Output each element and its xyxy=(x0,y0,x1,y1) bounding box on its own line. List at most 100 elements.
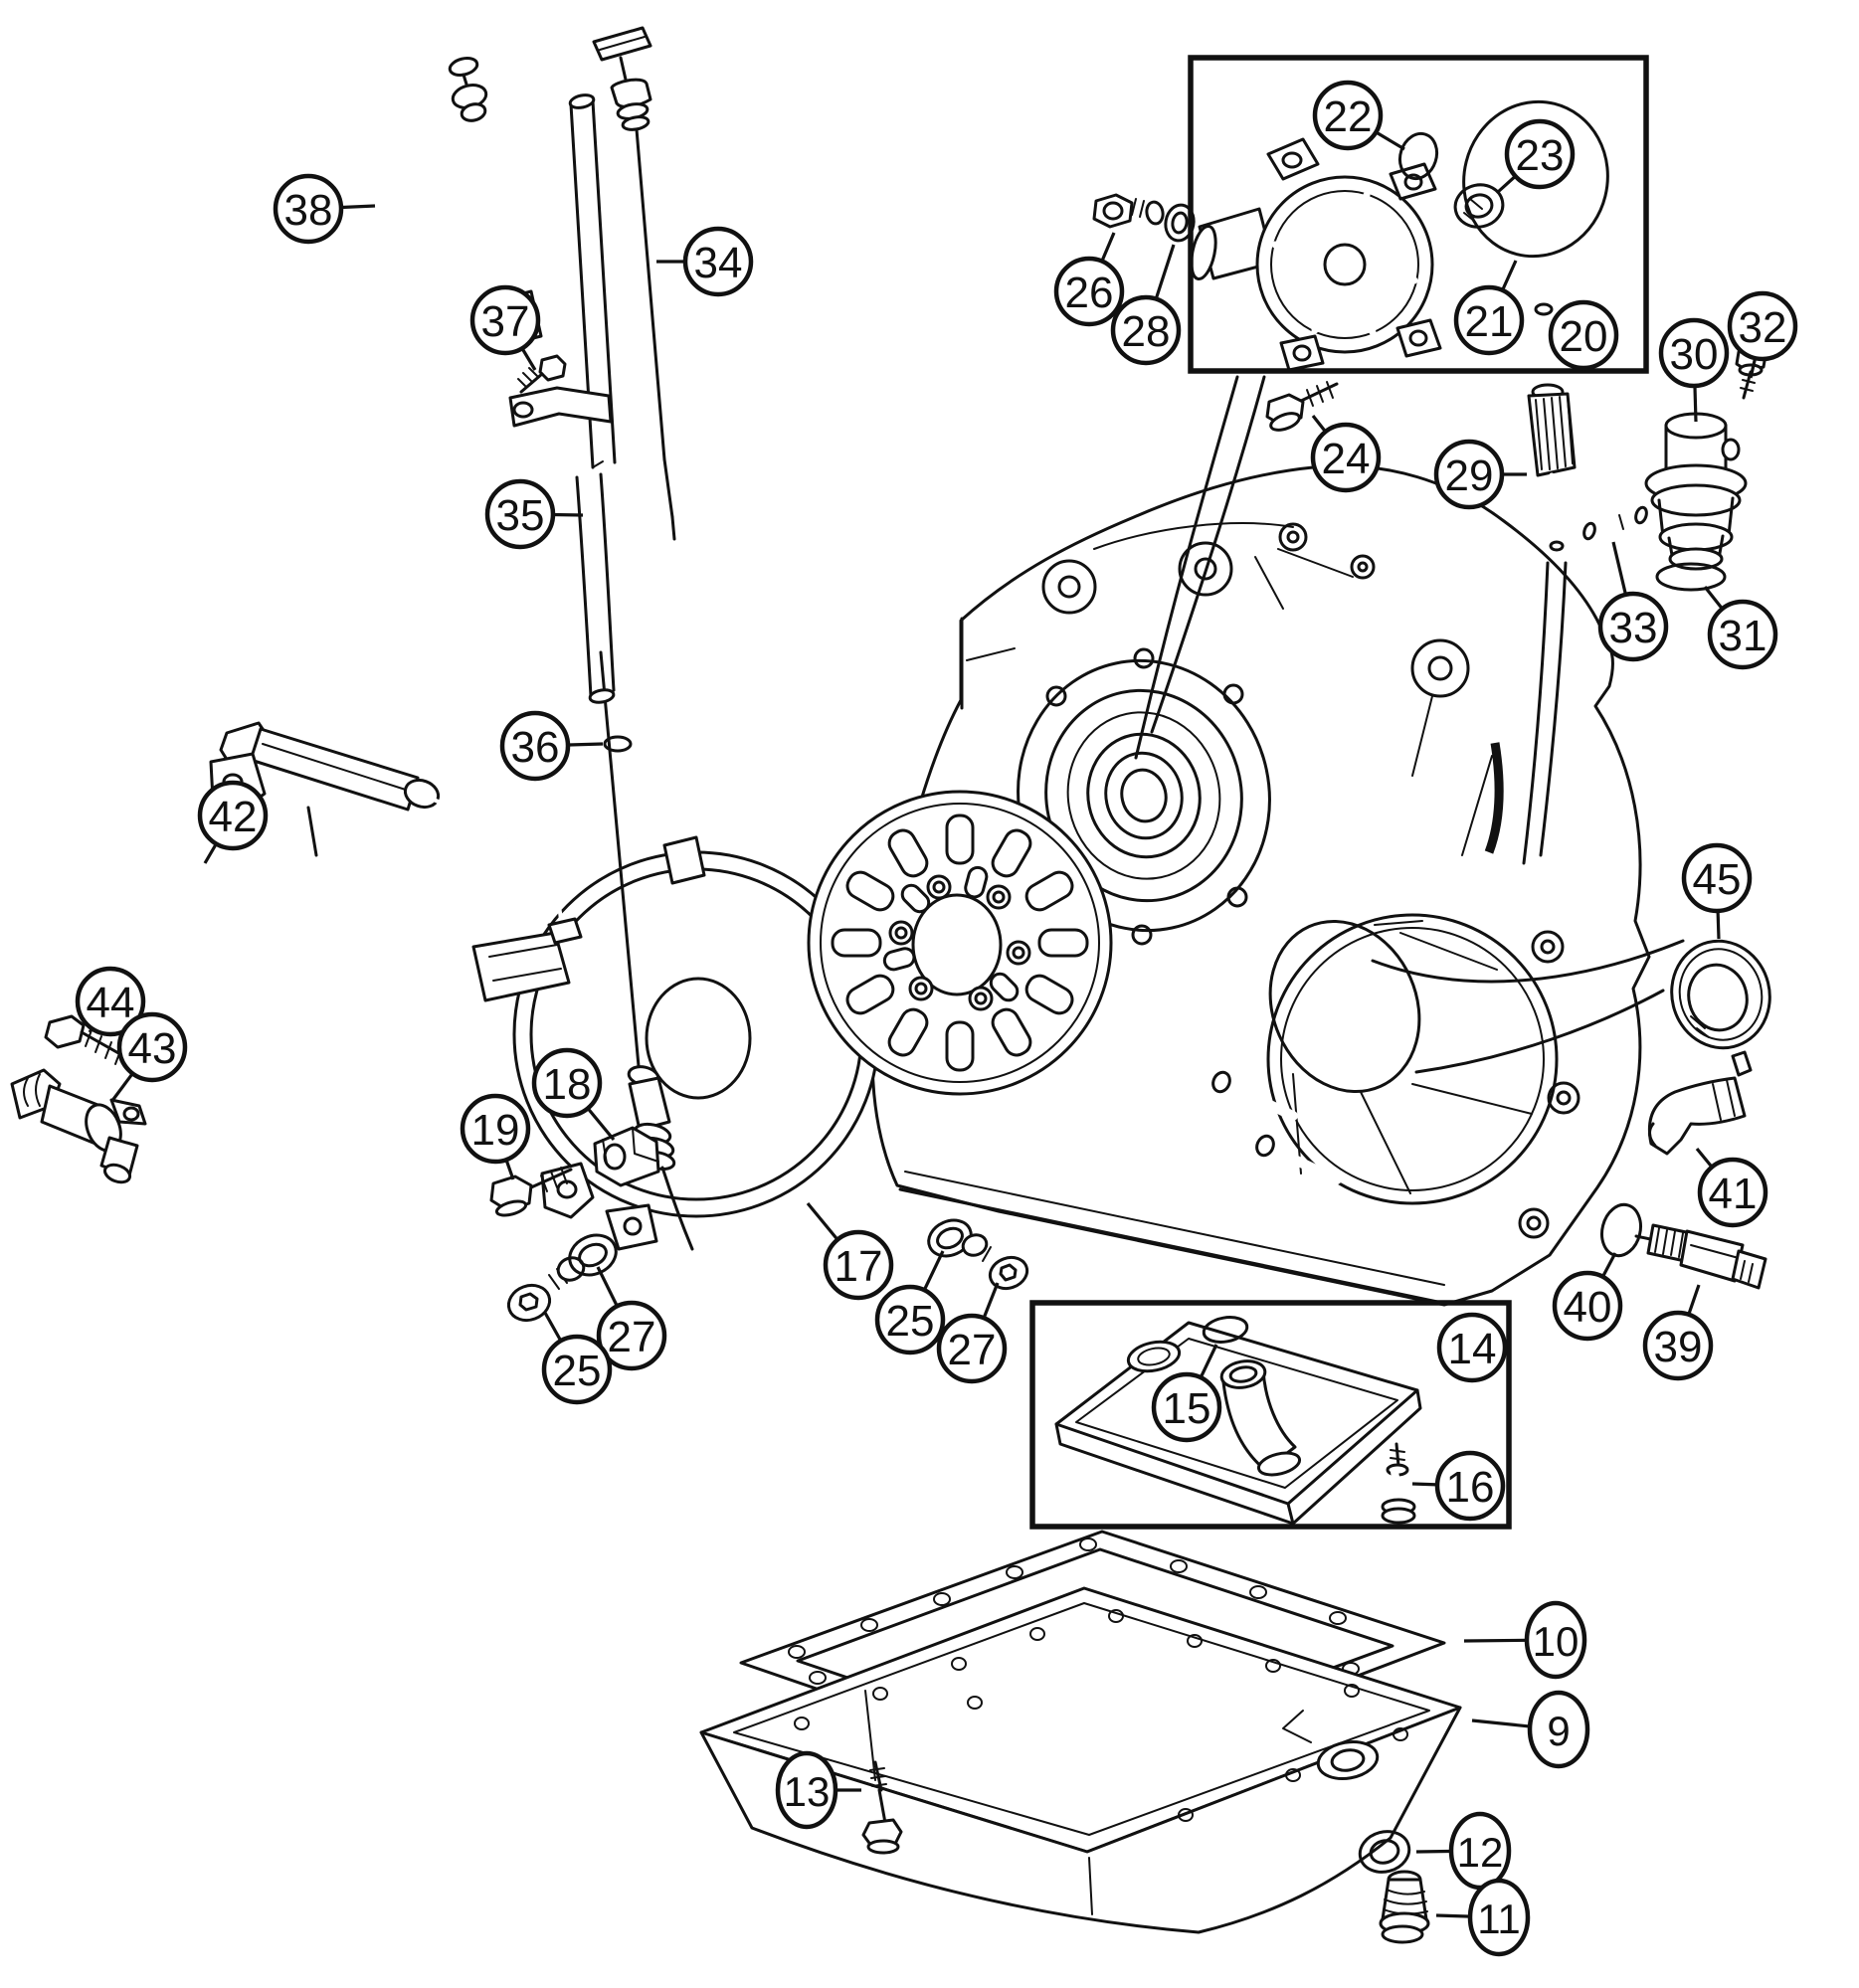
oil-pan xyxy=(699,1586,1462,1934)
callout-bubble-18 xyxy=(531,1047,603,1119)
callout-bubble-34 xyxy=(682,226,754,297)
differential-opening xyxy=(1211,913,1580,1239)
callout-10: 10 xyxy=(1463,1600,1587,1680)
input-speed-sensor xyxy=(10,1068,147,1184)
inset-box-1 xyxy=(1188,55,1649,374)
callout-number-41: 41 xyxy=(1709,1170,1758,1218)
callout-36: 36 xyxy=(499,710,604,782)
callout-bubble-25 xyxy=(874,1284,946,1355)
callout-28: 28 xyxy=(1110,244,1182,366)
pan-bolt-13 xyxy=(861,1760,903,1855)
callout-11: 11 xyxy=(1435,1878,1531,1957)
callout-bubble-27 xyxy=(936,1313,1008,1384)
callout-bubble-45 xyxy=(1681,842,1753,914)
callout-number-35: 35 xyxy=(496,491,545,540)
callout-30: 30 xyxy=(1658,317,1730,423)
callout-16: 16 xyxy=(1411,1450,1506,1522)
callout-39: 39 xyxy=(1642,1284,1714,1381)
callout-bubble-28 xyxy=(1110,294,1182,366)
callout-number-12: 12 xyxy=(1457,1829,1504,1876)
callout-number-16: 16 xyxy=(1446,1463,1495,1512)
pump-cover xyxy=(1190,137,1442,372)
strainer-bolt-16 xyxy=(1381,1442,1416,1525)
callout-40: 40 xyxy=(1552,1252,1623,1342)
plug-26 xyxy=(1092,193,1165,229)
callout-number-33: 33 xyxy=(1609,604,1658,652)
callout-number-25: 25 xyxy=(886,1297,935,1346)
callout-bubble-24 xyxy=(1310,422,1382,493)
callout-number-15: 15 xyxy=(1163,1384,1211,1433)
callout-bubble-11 xyxy=(1467,1878,1531,1957)
callout-bubble-37 xyxy=(469,284,541,356)
drain-plug-11 xyxy=(1379,1870,1430,1944)
callout-number-26: 26 xyxy=(1065,269,1114,317)
callout-bubble-31 xyxy=(1707,599,1778,670)
callout-number-40: 40 xyxy=(1564,1283,1612,1332)
callout-number-30: 30 xyxy=(1670,330,1719,379)
callout-number-43: 43 xyxy=(128,1024,177,1073)
callout-bubble-21 xyxy=(1453,284,1525,356)
callout-13: 13 xyxy=(775,1750,861,1830)
speedometer-housing-30 xyxy=(1644,412,1748,571)
callout-21: 21 xyxy=(1453,260,1525,356)
callout-number-11: 11 xyxy=(1477,1896,1521,1942)
callout-37: 37 xyxy=(469,284,541,371)
callout-number-22: 22 xyxy=(1324,92,1373,141)
o-ring-22 xyxy=(1397,131,1439,181)
callout-bubble-26 xyxy=(1053,256,1125,327)
pin-33 xyxy=(1582,505,1648,541)
callout-number-14: 14 xyxy=(1448,1325,1497,1373)
callout-38: 38 xyxy=(273,173,376,245)
callout-bubble-32 xyxy=(1727,290,1798,362)
o-ring-40 xyxy=(1600,1202,1642,1258)
callout-bubble-22 xyxy=(1312,80,1384,151)
callout-18: 18 xyxy=(531,1047,616,1142)
callout-41: 41 xyxy=(1695,1147,1768,1228)
callout-bubble-39 xyxy=(1642,1310,1714,1381)
drain-boss xyxy=(1282,1710,1380,1780)
callout-33: 33 xyxy=(1597,541,1669,662)
callout-bubble-13 xyxy=(775,1750,838,1830)
callout-25: 25 xyxy=(541,1312,613,1405)
plug-25-left xyxy=(506,1256,586,1323)
bolt-19 xyxy=(489,1167,573,1217)
callout-bubble-10 xyxy=(1524,1600,1587,1680)
callout-number-24: 24 xyxy=(1322,435,1371,483)
callout-bubble-42 xyxy=(197,780,269,851)
callout-19: 19 xyxy=(460,1093,531,1180)
switch-39 xyxy=(1634,1223,1767,1290)
callout-45: 45 xyxy=(1681,842,1753,940)
callout-bubble-19 xyxy=(460,1093,531,1165)
callout-32: 32 xyxy=(1727,290,1798,379)
callout-bubble-17 xyxy=(823,1229,894,1301)
callout-25: 25 xyxy=(874,1250,946,1355)
callout-14: 14 xyxy=(1436,1312,1508,1383)
callout-bubble-44 xyxy=(75,966,146,1037)
callout-number-27: 27 xyxy=(608,1313,656,1361)
callout-29: 29 xyxy=(1433,439,1527,510)
callout-number-9: 9 xyxy=(1547,1708,1570,1754)
callout-number-32: 32 xyxy=(1739,303,1787,352)
harness-clip-41 xyxy=(1647,1050,1753,1156)
callout-15: 15 xyxy=(1151,1344,1222,1443)
callout-bubble-20 xyxy=(1548,299,1619,371)
washer-25-right xyxy=(927,1218,973,1258)
callout-number-34: 34 xyxy=(694,239,743,287)
callout-bubble-41 xyxy=(1697,1157,1768,1228)
callout-bubble-25 xyxy=(541,1334,613,1405)
o-ring-31 xyxy=(1655,562,1727,592)
plug-27-right xyxy=(961,1233,1029,1291)
callout-bubble-27 xyxy=(596,1300,667,1371)
callout-bubble-16 xyxy=(1434,1450,1506,1522)
callout-number-20: 20 xyxy=(1560,312,1608,361)
callout-35: 35 xyxy=(484,478,584,550)
o-ring-15 xyxy=(1202,1316,1249,1344)
washer-28 xyxy=(1164,203,1196,243)
callout-bubble-36 xyxy=(499,710,571,782)
drive-plate xyxy=(807,790,1113,1096)
clip-18 xyxy=(593,1126,660,1187)
seal-23 xyxy=(1453,183,1505,229)
